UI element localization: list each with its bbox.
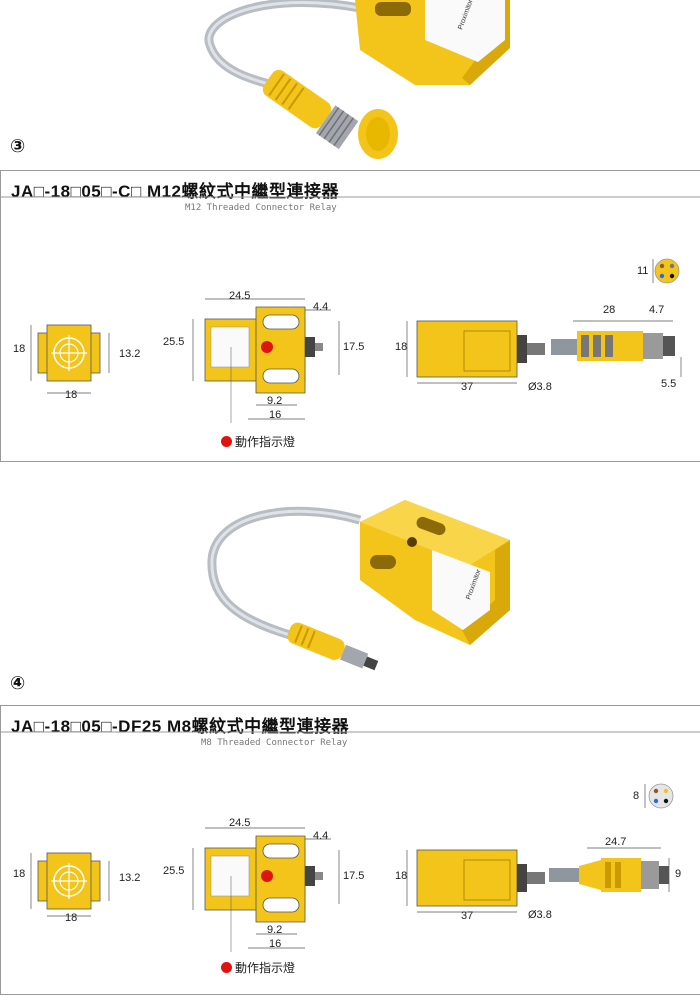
plug-view <box>549 847 670 892</box>
dim-plug-end: 4.7 <box>649 304 665 316</box>
product-title: JA□-18□05□-DF25 M8螺紋式中繼型連接器 <box>11 717 350 736</box>
dim-top-inner: 17.5 <box>343 870 365 882</box>
dim-front-width: 18 <box>65 389 78 401</box>
dim-front-height: 18 <box>13 343 26 355</box>
top-view <box>192 827 340 952</box>
dim-slot-spacing: 9.2 <box>267 924 283 936</box>
dim-front-inner: 13.2 <box>119 872 141 884</box>
dim-plug-dia: 9 <box>675 868 682 880</box>
dim-front-height: 18 <box>13 868 26 880</box>
dim-top-base: 16 <box>269 938 282 950</box>
side-view <box>406 849 545 913</box>
dim-front-inner: 13.2 <box>119 348 141 360</box>
indicator-dot-icon <box>221 962 232 973</box>
spec-box-m8: JA□-18□05□-DF25 M8螺紋式中繼型連接器 M8 Threaded … <box>0 705 700 995</box>
photo-number-3: ③ <box>10 136 26 156</box>
dim-side-height: 18 <box>395 870 408 882</box>
dim-top-base: 16 <box>269 409 282 421</box>
dim-top-inner: 17.5 <box>343 341 365 353</box>
product-title: JA□-18□05□-C□ M12螺紋式中繼型連接器 <box>11 182 340 201</box>
dim-slot-spacing: 9.2 <box>267 395 283 407</box>
dim-top-height: 25.5 <box>163 865 185 877</box>
plug-view <box>551 320 682 377</box>
photo-number-4: ④ <box>10 673 26 693</box>
indicator-dot-icon <box>221 436 232 447</box>
indicator-legend: 動作指示燈 <box>221 959 295 976</box>
dim-cable-dia: Ø3.8 <box>528 909 552 921</box>
dim-top-height: 25.5 <box>163 336 185 348</box>
dim-side-height: 18 <box>395 341 408 353</box>
dim-front-width: 18 <box>65 912 78 924</box>
dim-connector-size: 11 <box>637 265 649 277</box>
dim-plug-length: 28 <box>603 304 616 316</box>
dim-plug-dia: 5.5 <box>661 378 677 390</box>
connector-pin-icon <box>652 258 680 284</box>
connector-pin-icon <box>644 783 674 809</box>
top-view <box>192 298 340 423</box>
dim-top-slot: 4.4 <box>313 830 329 842</box>
side-view <box>406 320 545 384</box>
indicator-legend: 動作指示燈 <box>221 433 295 450</box>
product-subtitle: M8 Threaded Connector Relay <box>201 738 348 748</box>
dim-side-length: 37 <box>461 381 474 393</box>
product-subtitle: M12 Threaded Connector Relay <box>185 203 337 213</box>
front-view <box>30 852 110 917</box>
product-photo-4: Proximitor <box>0 460 700 705</box>
legend-label: 動作指示燈 <box>235 435 296 449</box>
dim-side-length: 37 <box>461 910 474 922</box>
front-view <box>30 324 110 394</box>
dim-plug-length: 24.7 <box>605 836 627 848</box>
dim-top-width: 24.5 <box>229 817 251 829</box>
spec-box-m12: JA□-18□05□-C□ M12螺紋式中繼型連接器 M12 Threaded … <box>0 170 700 462</box>
dim-top-width: 24.5 <box>229 290 251 302</box>
legend-label: 動作指示燈 <box>235 961 296 975</box>
dim-top-slot: 4.4 <box>313 301 329 313</box>
dim-cable-dia: Ø3.8 <box>528 381 552 393</box>
dim-connector-size: 8 <box>633 790 640 802</box>
product-photo-3: Proximitor <box>0 0 700 170</box>
